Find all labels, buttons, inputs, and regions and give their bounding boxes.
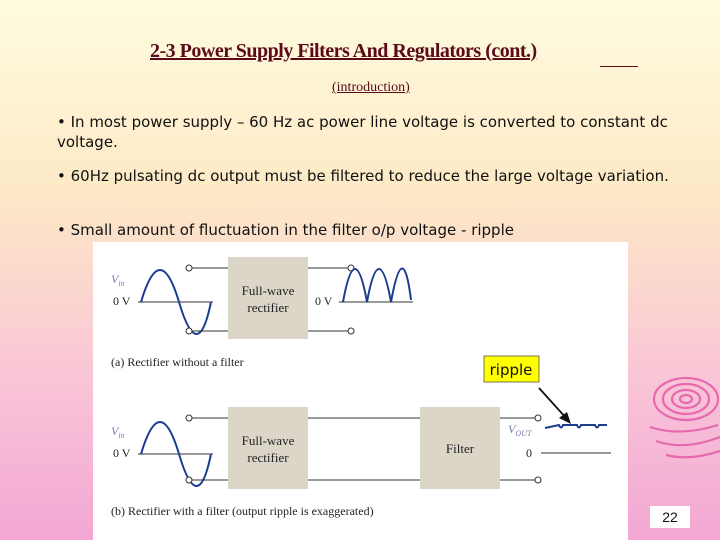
ripple-waveform [544,423,607,429]
bullet-3: • Small amount of fluctuation in the fil… [57,221,514,239]
ripple-label-box [483,355,540,383]
zero-v-label-a-in: 0 V [113,294,131,308]
zero-v-label-a-out: 0 V [315,294,333,308]
terminal-b-out-top [534,414,542,422]
sine-wave-in-a [140,269,212,335]
vin-label-a: Vin [111,272,125,288]
rectifier-figure: Vin 0 V Full-wave rectifier 0 V (a) Rect… [93,242,628,540]
zero-label-b-out: 0 [526,446,532,460]
bullet-1: • In most power supply – 60 Hz ac power … [57,113,668,151]
terminal-b-out-bot [534,476,542,484]
ripple-callout: ripple [483,355,571,424]
diagram-a: Vin 0 V Full-wave rectifier 0 V (a) Rect… [111,257,413,369]
vout-label: VOUT [508,422,532,438]
rectifier-label-a-2: rectifier [247,300,289,315]
decorative-swirl [649,376,720,459]
filter-label: Filter [446,441,475,456]
caption-a: (a) Rectifier without a filter [111,355,244,369]
ripple-label: ripple [490,361,533,379]
terminal-a-in-top [185,264,193,272]
pulsating-dc-wave-a [342,267,412,303]
title-underline [600,66,638,67]
terminal-a-out-bot [347,327,355,335]
bullet-2: • 60Hz pulsating dc output must be filte… [57,167,669,185]
slide-subtitle: (introduction) [332,80,410,95]
rectifier-label-b-1: Full-wave [242,433,295,448]
terminal-b-in-top [185,414,193,422]
zero-v-label-b-in: 0 V [113,446,131,460]
rectifier-block-b [228,407,308,489]
rectifier-label-a-1: Full-wave [242,283,295,298]
rectifier-block-a [228,257,308,339]
rectifier-label-b-2: rectifier [247,450,289,465]
caption-b: (b) Rectifier with a filter (output ripp… [111,504,374,518]
page-number: 22 [650,506,690,528]
ripple-arrow [538,387,568,420]
slide-title: 2-3 Power Supply Filters And Regulators … [150,40,537,62]
filter-block [420,407,500,489]
rectifier-diagram: Vin 0 V Full-wave rectifier 0 V (a) Rect… [111,257,611,518]
diagram-b: Vin 0 V Full-wave rectifier Filter VOUT … [111,407,611,518]
terminal-b-in-bot [185,476,193,484]
ripple-arrowhead [559,412,571,424]
vin-label-b: Vin [111,424,125,440]
sine-wave-in-b [140,421,212,487]
terminal-a-in-bot [185,327,193,335]
